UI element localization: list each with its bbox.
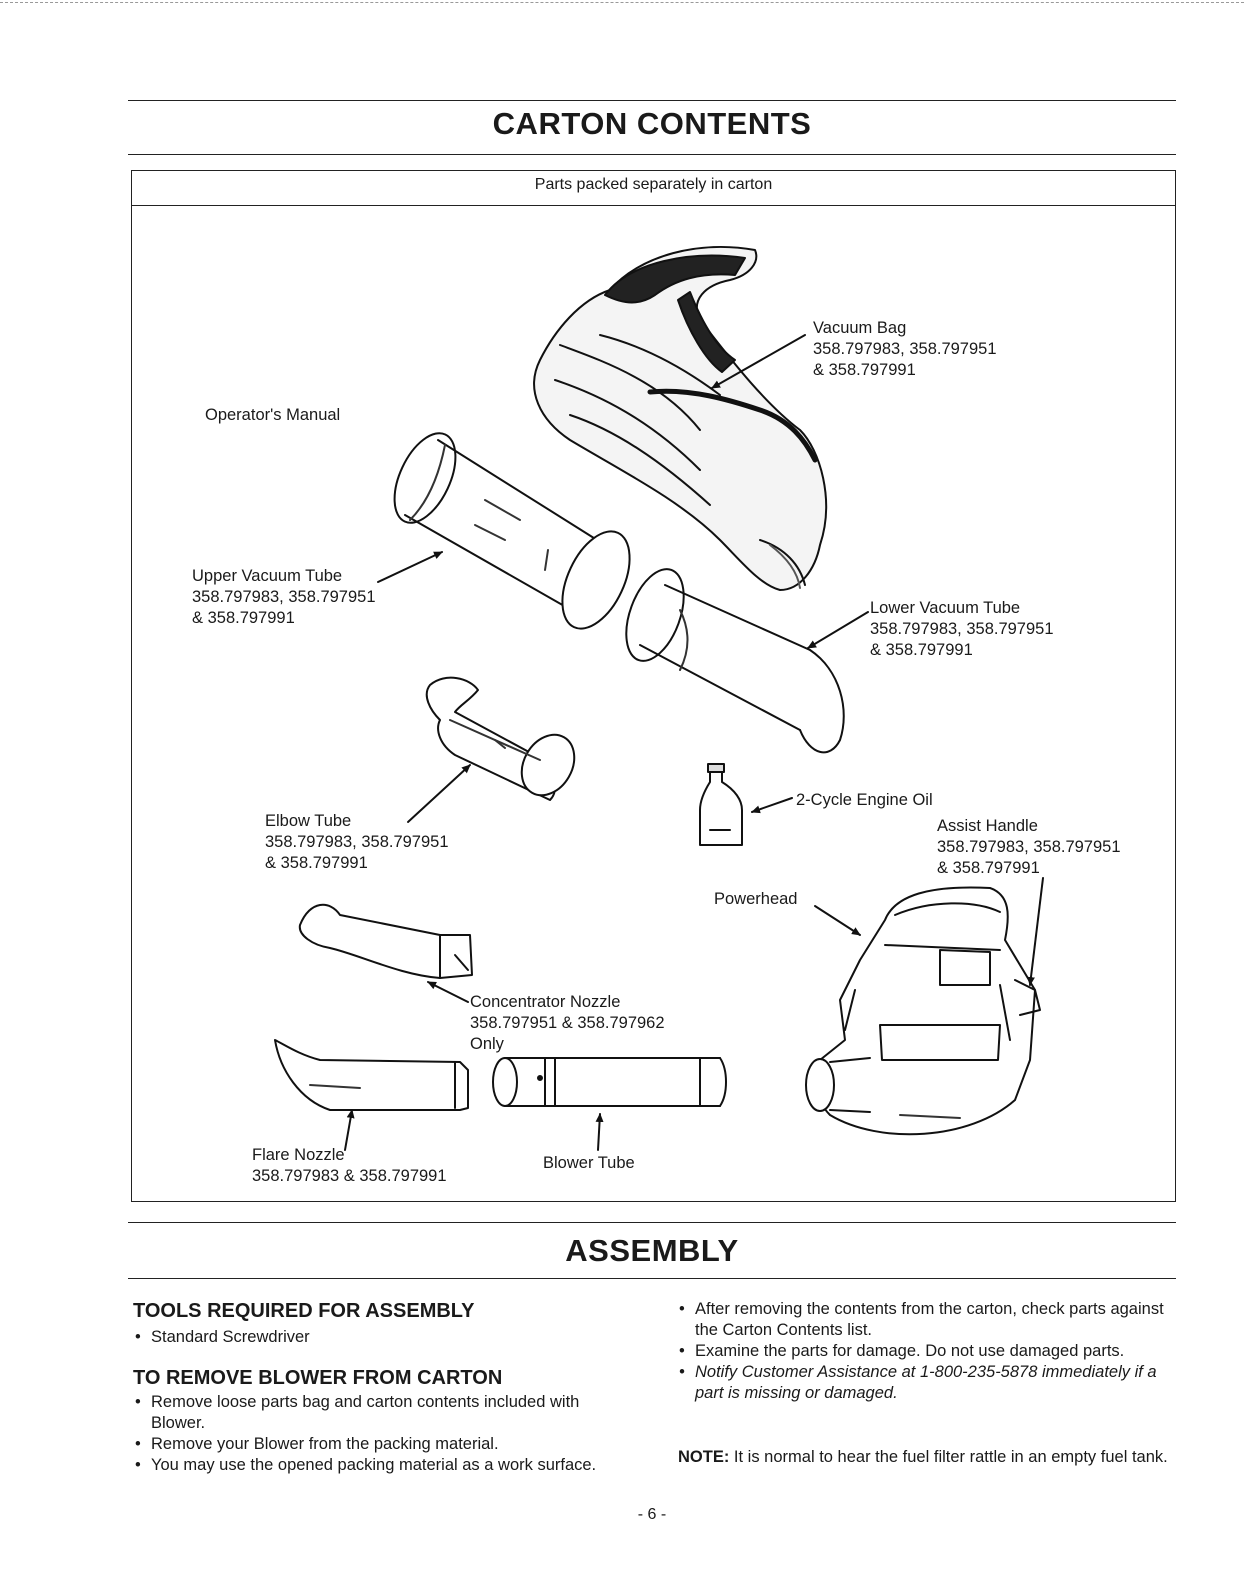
note-paragraph: NOTE: It is normal to hear the fuel filt… [678, 1447, 1178, 1468]
assembly-rule-top [128, 1222, 1176, 1223]
label-engine-oil: 2-Cycle Engine Oil [796, 791, 933, 809]
remove-list: Remove loose parts bag and carton conten… [133, 1392, 638, 1476]
label-operators-manual: Operator's Manual [205, 406, 341, 424]
list-item: Examine the parts for damage. Do not use… [677, 1341, 1177, 1362]
label-blower-tube: Blower Tube [543, 1154, 635, 1172]
list-item: Remove your Blower from the packing mate… [133, 1434, 638, 1455]
tools-required-heading: TOOLS REQUIRED FOR ASSEMBLY [133, 1300, 475, 1322]
check-list: After removing the contents from the car… [677, 1299, 1177, 1404]
list-item: Notify Customer Assistance at 1-800-235-… [677, 1362, 1177, 1404]
list-item: After removing the contents from the car… [677, 1299, 1177, 1341]
list-item: You may use the opened packing material … [133, 1455, 638, 1476]
carton-contents-box: Parts packed separately in carton [131, 170, 1176, 1202]
heading-rule-top [128, 100, 1176, 101]
carton-contents-heading: CARTON CONTENTS [492, 106, 812, 141]
tools-list: Standard Screwdriver [133, 1327, 638, 1348]
list-item: Standard Screwdriver [133, 1327, 638, 1348]
box-title: Parts packed separately in carton [132, 171, 1175, 206]
remove-blower-heading: TO REMOVE BLOWER FROM CARTON [133, 1367, 503, 1389]
note-label: NOTE: [678, 1448, 730, 1466]
page-top-rule [0, 2, 1244, 3]
page-number: - 6 - [637, 1506, 667, 1523]
note-text: It is normal to hear the fuel filter rat… [729, 1448, 1168, 1466]
heading-rule-bottom [128, 154, 1176, 155]
list-item: Remove loose parts bag and carton conten… [133, 1392, 638, 1434]
assembly-heading: ASSEMBLY [565, 1233, 739, 1268]
label-powerhead: Powerhead [714, 890, 798, 908]
assembly-rule-bottom [128, 1278, 1176, 1279]
